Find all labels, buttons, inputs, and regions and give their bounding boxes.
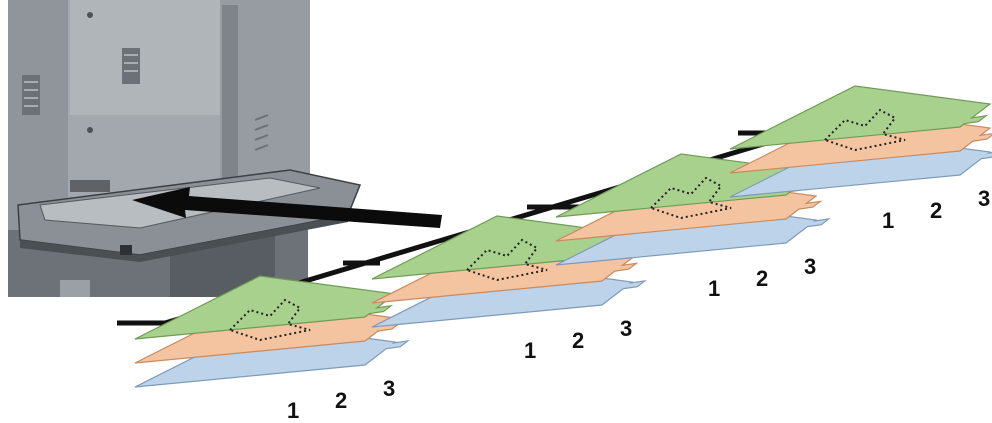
index-tab-sheet-sets: 1 2 3 1 2 3 1 2 3 1 2 3	[134, 85, 992, 423]
sheet-set: 1 2 3	[134, 275, 410, 423]
tab-number-label: 1	[524, 338, 536, 363]
green-sheet	[729, 85, 992, 150]
tab-number-label: 3	[383, 376, 395, 401]
dotted-image-outline	[465, 238, 548, 282]
tab-number-label: 3	[620, 316, 632, 341]
dotted-image-outline	[823, 108, 906, 152]
tab-number-label: 3	[978, 186, 990, 211]
dotted-image-outline	[228, 298, 311, 342]
tab-number-label: 2	[930, 198, 942, 223]
printer-tray-illustration	[8, 0, 362, 297]
tab-number-label: 1	[287, 398, 299, 423]
tab-number-label: 1	[882, 208, 894, 233]
sheet-set: 1 2 3	[371, 215, 647, 363]
tab-number-label: 2	[756, 266, 768, 291]
green-sheet	[134, 275, 397, 340]
tab-number-label: 3	[804, 254, 816, 279]
sheet-set: 1 2 3	[729, 85, 992, 233]
tab-number-label: 1	[708, 276, 720, 301]
tab-number-label: 2	[572, 328, 584, 353]
feed-direction-arrow	[132, 187, 442, 228]
dotted-image-outline	[649, 176, 732, 220]
tab-number-label: 2	[335, 388, 347, 413]
